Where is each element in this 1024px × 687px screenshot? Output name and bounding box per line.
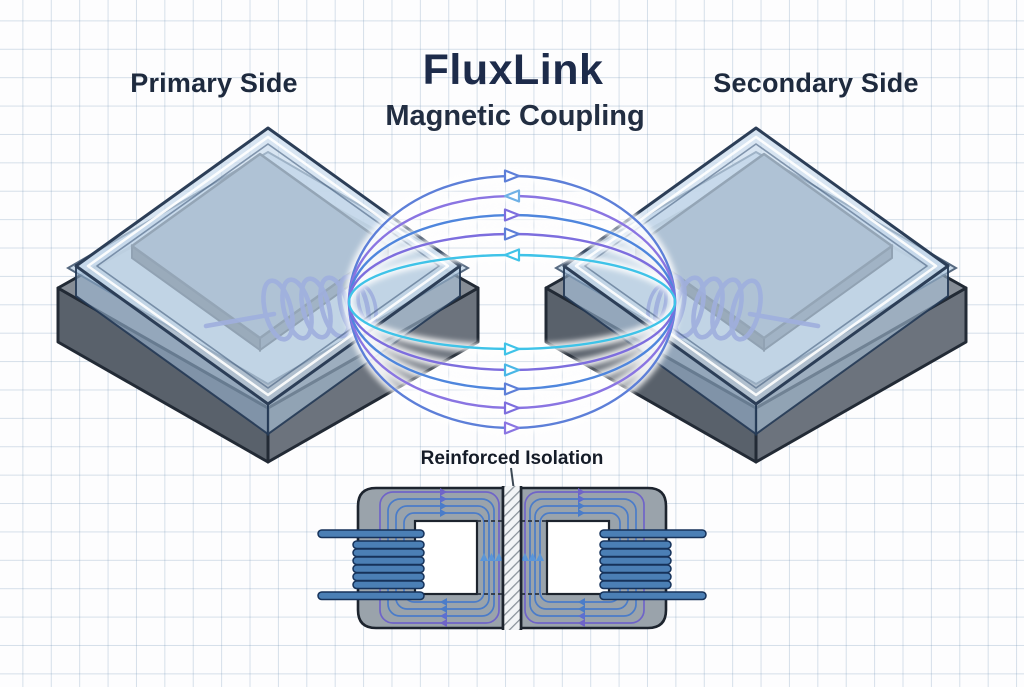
- flux-arrowheads-bottom: [503, 342, 521, 435]
- core-window-right: [545, 519, 611, 596]
- reinforced-isolation-label: Reinforced Isolation: [420, 448, 604, 469]
- flux-arrowheads-top: [503, 169, 521, 262]
- secondary-side-label: Secondary Side: [713, 68, 919, 98]
- primary-winding: [317, 529, 425, 601]
- isolation-barrier: [501, 486, 523, 630]
- primary-device: [56, 126, 480, 464]
- core-arrows-left: [440, 488, 503, 627]
- page-subtitle: Magnetic Coupling: [385, 100, 645, 132]
- core-arrows-right: [521, 488, 585, 627]
- flux-field-lines: [344, 169, 680, 435]
- page-title: FluxLink: [422, 46, 604, 94]
- transformer-cross-section: [317, 467, 707, 630]
- secondary-winding: [599, 529, 707, 601]
- primary-side-label: Primary Side: [130, 68, 298, 98]
- flux-dashed-gap-lines: [477, 520, 547, 595]
- translucent-lid: [74, 126, 462, 436]
- secondary-device: [544, 126, 968, 464]
- translucent-lid: [562, 126, 950, 436]
